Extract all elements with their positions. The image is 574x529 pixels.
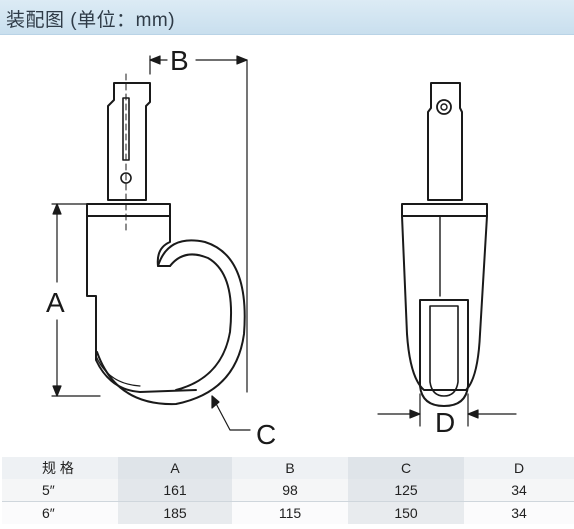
dimension-b	[149, 55, 248, 393]
table-header-cell: 规 格	[2, 457, 118, 479]
table-header-cell: C	[348, 457, 464, 479]
table-cell: 5″	[2, 479, 118, 501]
table-cell: 161	[118, 479, 232, 501]
side-housing-inner	[95, 295, 141, 387]
front-wheel-outer	[419, 299, 469, 407]
table-header-cell: B	[232, 457, 348, 479]
table-header-cell: D	[464, 457, 574, 479]
table-cell: 34	[464, 501, 574, 524]
table-header-row: 规 格 A B C D	[2, 457, 574, 479]
table-cell: 150	[348, 501, 464, 524]
side-stem	[107, 82, 151, 201]
side-top-plate	[86, 203, 171, 217]
dimension-d	[377, 393, 517, 427]
page-title: 装配图 (单位：mm)	[6, 10, 176, 31]
side-stem-hole	[120, 172, 132, 184]
front-stem-hole	[436, 99, 452, 115]
label-c: C	[256, 419, 276, 450]
label-b: B	[170, 45, 189, 76]
label-d: D	[435, 407, 455, 438]
spec-table: 规 格 A B C D 5″ 161 98 125 34 6″ 185 115 …	[2, 457, 574, 524]
table-header-cell: A	[118, 457, 232, 479]
table-cell: 115	[232, 501, 348, 524]
table-cell: 185	[118, 501, 232, 524]
table-cell: 6″	[2, 501, 118, 524]
side-wheel-inner	[169, 253, 233, 391]
front-stem-hole-inner	[440, 103, 448, 111]
table-cell: 98	[232, 479, 348, 501]
front-top-plate	[401, 203, 488, 217]
assembly-drawing: B A C D	[46, 45, 517, 450]
table-row: 5″ 161 98 125 34	[2, 479, 574, 501]
side-wheel-outer	[96, 239, 246, 406]
front-stem	[427, 82, 463, 201]
table-row: 6″ 185 115 150 34	[2, 501, 574, 524]
front-wheel-inner	[429, 305, 459, 397]
table-cell: 125	[348, 479, 464, 501]
header-bar: 装配图 (单位：mm)	[0, 0, 574, 35]
front-housing	[401, 215, 488, 391]
side-view	[86, 73, 246, 406]
table-cell: 34	[464, 479, 574, 501]
side-fork	[156, 215, 171, 267]
dimension-c-leader	[211, 395, 251, 431]
front-view	[401, 82, 488, 407]
label-a: A	[46, 287, 65, 318]
side-stem-slot	[122, 97, 130, 161]
dimension-a	[51, 203, 101, 397]
